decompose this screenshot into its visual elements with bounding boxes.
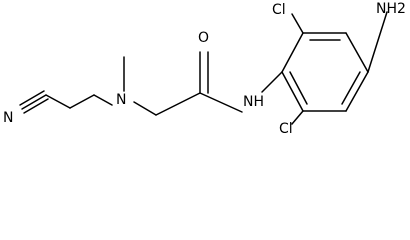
bond-ring-cl-bottom	[291, 110, 304, 125]
chemical-structure-diagram: N N O NH NH2 Cl Cl	[3, 1, 406, 136]
bond-carbonyl-amide-n	[199, 92, 243, 113]
atom-carbonyl-o: O	[198, 30, 209, 46]
atom-chloro-top: Cl	[272, 2, 286, 18]
atom-aniline-nh2: NH2	[376, 1, 406, 17]
nitrile-triple-bond	[19, 90, 49, 114]
bond-n-ch2	[133, 101, 157, 116]
bond-ring-cl-top	[291, 13, 304, 34]
bond-ring-nh2	[367, 11, 388, 73]
bond-c-c-1	[45, 94, 71, 109]
bond-amide-n-ring	[261, 71, 283, 93]
bond-ch2-carbonyl	[155, 92, 201, 116]
atom-nitrile-n: N	[3, 110, 13, 126]
bond-c-n-chain	[93, 94, 113, 106]
atom-amine-n: N	[116, 92, 126, 108]
atom-amide-nh: NH	[243, 94, 264, 110]
atom-chloro-bottom: Cl	[279, 121, 293, 136]
benzene-ring	[281, 32, 369, 112]
bond-c-c-2	[69, 94, 95, 109]
